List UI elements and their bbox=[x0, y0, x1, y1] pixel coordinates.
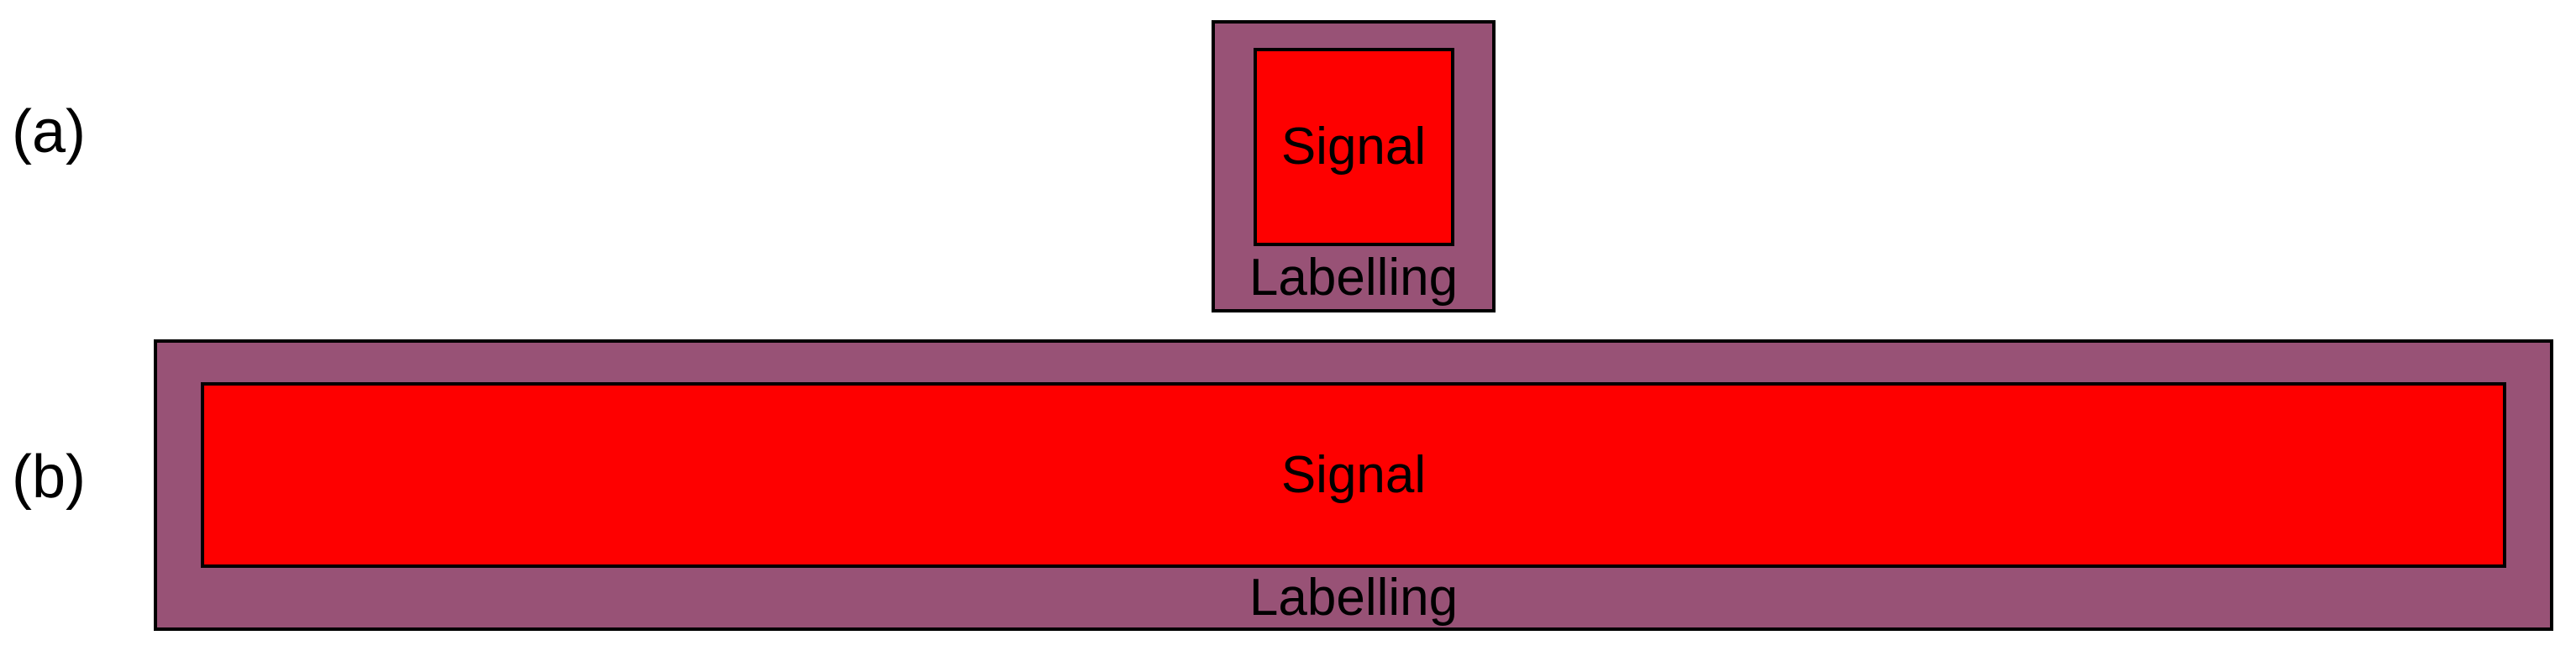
panel-label-a: (a) bbox=[12, 98, 86, 165]
signal-text-a: Signal bbox=[1280, 118, 1427, 176]
labelling-box-b: Signal Labelling bbox=[154, 339, 2553, 631]
labelling-text-b: Labelling bbox=[1249, 568, 1459, 627]
signal-box-a: Signal bbox=[1253, 48, 1454, 246]
signal-box-b: Signal bbox=[201, 382, 2506, 568]
signal-text-b: Signal bbox=[1280, 445, 1427, 504]
labelling-strip-b: Labelling bbox=[157, 568, 2550, 627]
labelling-text-a: Labelling bbox=[1249, 248, 1459, 307]
panel-label-b: (b) bbox=[12, 444, 86, 511]
labelling-strip-a: Labelling bbox=[1215, 246, 1492, 309]
labelling-box-a: Signal Labelling bbox=[1212, 20, 1496, 312]
